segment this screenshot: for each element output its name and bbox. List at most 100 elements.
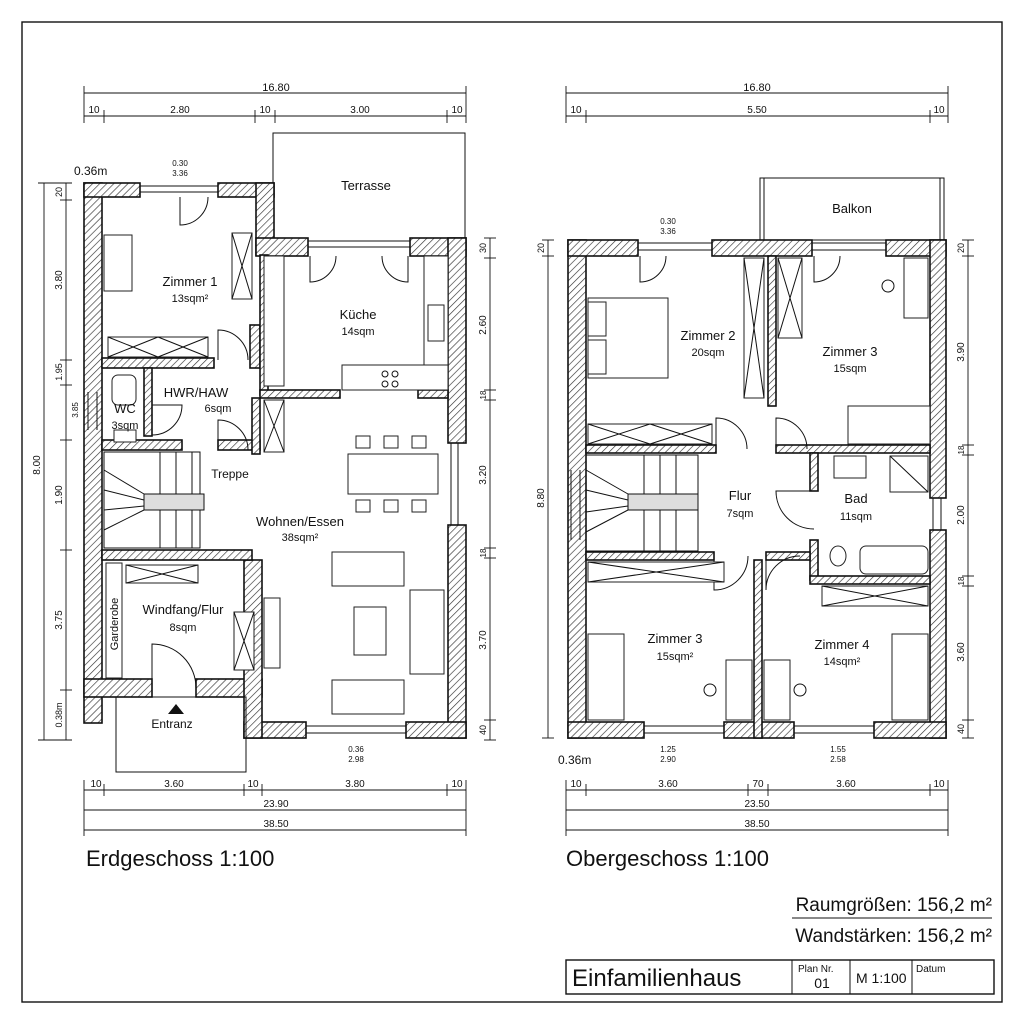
dim-segment: 10	[247, 779, 259, 790]
wall-thickness-label: 0.36m	[558, 753, 591, 767]
dim-right: 3.90	[956, 342, 967, 362]
ground-floor-title: Erdgeschoss 1:100	[86, 846, 274, 871]
room-name: Zimmer 3	[823, 344, 878, 359]
dim-segment: 10	[88, 105, 100, 116]
dim-segment: 10	[451, 105, 463, 116]
room-area: 13sqm²	[172, 293, 209, 305]
room-sizes-total: Raumgrößen: 156,2 m²	[796, 895, 992, 916]
dim-right: 18	[957, 576, 966, 585]
room-area: 6sqm	[205, 403, 232, 415]
dim-left: 3.80	[54, 270, 65, 290]
dim-right: 2.00	[956, 505, 967, 525]
upper-bottom-dimensions: 10 3.60 70 3.60 10 23.50 38.50	[565, 779, 949, 836]
room-area: 38sqm²	[282, 532, 319, 544]
dim-segment: 10	[933, 105, 945, 116]
dim-left-total: 8.00	[32, 455, 43, 475]
dim-segment: 70	[752, 779, 764, 790]
room-name: Windfang/Flur	[143, 602, 225, 617]
dim-left: 3.75	[54, 610, 65, 630]
dim-right: 18	[957, 445, 966, 454]
dim-right: 3.20	[478, 465, 489, 485]
dim-segment: 10	[570, 105, 582, 116]
ground-doors	[151, 196, 409, 689]
room-area: 15sqm	[833, 363, 866, 375]
upper-furniture	[587, 257, 931, 721]
dim-segment: 3.60	[836, 779, 856, 790]
dim-left: 20	[536, 243, 546, 253]
dim-left: 1.95	[54, 363, 64, 381]
dim-total: 38.50	[744, 819, 769, 830]
upper-left-dimensions: 20 8.80	[536, 239, 554, 739]
dim-segment: 10	[933, 779, 945, 790]
dim-total: 38.50	[263, 819, 288, 830]
date-label: Datum	[916, 964, 945, 975]
wall-thickness-label: 0.36m	[74, 164, 107, 178]
upper-doors	[639, 255, 841, 591]
ground-windows	[87, 185, 459, 734]
dim-segment: 3.60	[658, 779, 678, 790]
room-name: Bad	[844, 491, 867, 506]
room-name: Küche	[340, 307, 377, 322]
dim-segment: 10	[259, 105, 271, 116]
window-tag: 3.36	[660, 227, 676, 236]
ground-top-dimensions: 16.80 10 2.80 10 3.00 10	[83, 82, 467, 123]
ground-room-labels: Zimmer 1 13sqm² Küche 14sqm WC 3sqm HWR/…	[109, 274, 376, 650]
balcony-label: Balkon	[832, 201, 872, 216]
dim-left-total: 8.80	[536, 488, 547, 508]
sheet-border	[21, 21, 1003, 1003]
room-area: 3sqm	[112, 420, 139, 432]
window-tag: 2.90	[660, 755, 676, 764]
dim-total-top: 16.80	[743, 82, 771, 94]
room-name: Zimmer 1	[163, 274, 218, 289]
dim-total: 23.50	[744, 799, 769, 810]
project-title: Einfamilienhaus	[572, 965, 741, 992]
balcony-area	[759, 177, 945, 241]
window-tag: 1.55	[830, 745, 846, 754]
plan-number: 01	[814, 975, 830, 991]
room-name: Zimmer 4	[815, 637, 870, 652]
dim-right: 18	[479, 390, 488, 399]
window-tag: 1.25	[660, 745, 676, 754]
dim-right: 18	[479, 548, 488, 557]
ground-bottom-dimensions: 10 3.60 10 3.80 10 23.90 38.50	[83, 779, 467, 836]
room-name: Wohnen/Essen	[256, 514, 344, 529]
window-tag: 2.98	[348, 755, 364, 764]
upper-right-dimensions: 20 3.90 18 2.00 18 3.60 40	[956, 239, 974, 739]
dim-right: 40	[956, 724, 966, 734]
upper-floor-plan: 16.80 10 5.50 10 0.30 3.36 Balkon	[536, 82, 974, 871]
room-name: Zimmer 3	[648, 631, 703, 646]
upper-room-labels: Zimmer 2 20sqm Zimmer 3 15sqm Flur 7sqm …	[648, 328, 878, 668]
window-tag: 0.36	[348, 745, 364, 754]
dim-segment: 10	[570, 779, 582, 790]
terrace-label: Terrasse	[341, 178, 391, 193]
dim-segment: 3.60	[164, 779, 184, 790]
room-name: Flur	[729, 488, 752, 503]
dim-left: 3.85	[71, 402, 80, 418]
ground-floor-plan: 16.80 10 2.80 10 3.00 10 0.36m 0.30 3.36…	[32, 82, 496, 871]
room-area: 15sqm²	[657, 651, 694, 663]
window-tag: 0.30	[172, 159, 188, 168]
window-tag: 2.58	[830, 755, 846, 764]
dim-left: 0.38m	[54, 702, 64, 727]
plan-number-label: Plan Nr.	[798, 964, 834, 975]
dim-total: 23.90	[263, 799, 288, 810]
dim-right: 20	[956, 243, 966, 253]
dim-right: 2.60	[478, 315, 489, 335]
room-area: 8sqm	[170, 622, 197, 634]
dim-right: 3.70	[478, 630, 489, 650]
room-name: WC	[114, 401, 136, 416]
dim-right: 30	[478, 243, 488, 253]
ground-staircase	[103, 451, 205, 549]
entrance-label: Entranz	[151, 717, 192, 731]
dim-right: 3.60	[956, 642, 967, 662]
dim-left: 1.90	[54, 485, 65, 505]
upper-exterior-walls	[567, 239, 947, 739]
dim-segment: 10	[451, 779, 463, 790]
room-name: Garderobe	[109, 598, 121, 651]
dim-segment: 3.00	[350, 105, 370, 116]
upper-windows	[570, 242, 942, 734]
dim-segment: 10	[90, 779, 102, 790]
room-name: HWR/HAW	[164, 385, 229, 400]
dim-total-top: 16.80	[262, 82, 290, 94]
room-area: 14sqm	[341, 326, 374, 338]
